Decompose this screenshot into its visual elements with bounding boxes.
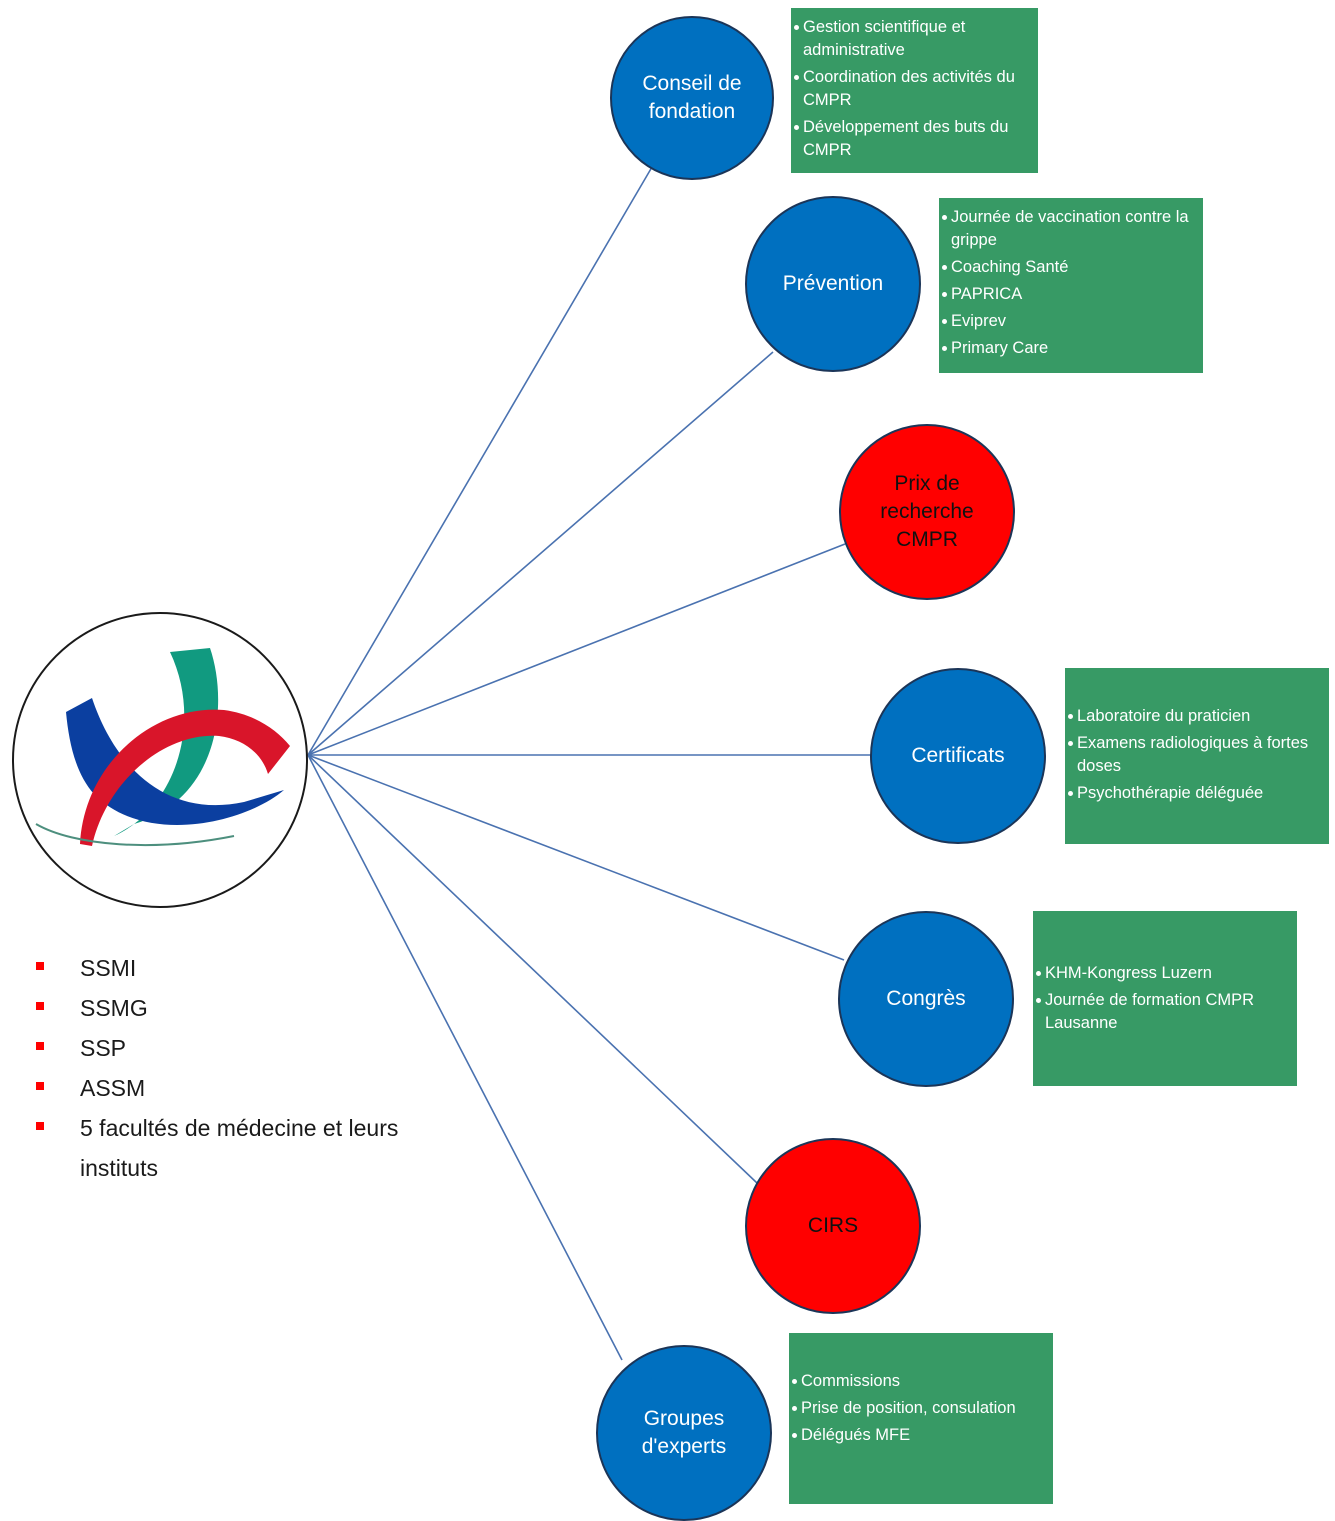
- box-item: Coaching Santé: [941, 256, 1197, 279]
- box-item: Primary Care: [941, 337, 1197, 360]
- box-item: KHM-Kongress Luzern: [1035, 962, 1291, 985]
- node-prevention: Prévention: [745, 196, 921, 372]
- box-conseil-de-fondation: Gestion scientifique et administrative C…: [791, 8, 1038, 173]
- logo-bottom-arc: [35, 823, 235, 847]
- node-label: Congrès: [886, 987, 966, 1010]
- box-item: Coordination des activités du CMPR: [793, 66, 1032, 112]
- member-item: SSP: [36, 1028, 476, 1068]
- box-item: Laboratoire du praticien: [1067, 705, 1323, 728]
- box-item: Journée de vaccination contre la grippe: [941, 206, 1197, 252]
- box-item: Examens radiologiques à fortes doses: [1067, 732, 1323, 778]
- connector-line: [307, 754, 758, 1184]
- box-item: Développement des buts du CMPR: [793, 116, 1032, 162]
- box-item: Délégués MFE: [791, 1424, 1047, 1447]
- box-item: Commissions: [791, 1370, 1047, 1393]
- node-label: CIRS: [807, 1214, 859, 1237]
- node-congres: Congrès: [838, 911, 1014, 1087]
- member-item: 5 facultés de médecine et leurs institut…: [36, 1108, 476, 1188]
- connector-line: [307, 351, 774, 756]
- node-label: Certificats: [911, 744, 1005, 767]
- box-item: Gestion scientifique et administrative: [793, 16, 1032, 62]
- connector-line: [307, 166, 653, 756]
- node-prix-de-recherche: Prix de recherche CMPR: [839, 424, 1015, 600]
- connector-line: [307, 754, 623, 1361]
- logo-green-arc: [114, 648, 219, 836]
- logo-red-swoosh: [80, 709, 290, 846]
- box-item: PAPRICA: [941, 283, 1197, 306]
- box-item: Journée de formation CMPR Lausanne: [1035, 989, 1291, 1035]
- node-label: Conseil de fondation: [642, 72, 742, 123]
- node-groupes-experts: Groupes d'experts: [596, 1345, 772, 1521]
- member-list: SSMI SSMG SSP ASSM 5 facultés de médecin…: [36, 948, 476, 1188]
- node-label: Groupes d'experts: [641, 1407, 727, 1458]
- node-conseil-de-fondation: Conseil de fondation: [610, 16, 774, 180]
- logo-blue-swoosh: [66, 698, 284, 825]
- node-certificats: Certificats: [870, 668, 1046, 844]
- box-congres: KHM-Kongress Luzern Journée de formation…: [1033, 911, 1297, 1086]
- box-prevention: Journée de vaccination contre la grippe …: [939, 198, 1203, 373]
- node-cirs: CIRS: [745, 1138, 921, 1314]
- box-item: Eviprev: [941, 310, 1197, 333]
- node-label: Prévention: [782, 272, 884, 295]
- connector-line: [307, 543, 846, 756]
- box-certificats: Laboratoire du praticien Examens radiolo…: [1065, 668, 1329, 844]
- connector-line: [307, 754, 845, 961]
- node-label: Prix de recherche CMPR: [880, 472, 974, 551]
- box-groupes-experts: Commissions Prise de position, consulati…: [789, 1333, 1053, 1504]
- member-item: SSMG: [36, 988, 476, 1028]
- member-item: ASSM: [36, 1068, 476, 1108]
- member-item: SSMI: [36, 948, 476, 988]
- box-item: Prise de position, consulation: [791, 1397, 1047, 1420]
- cmpr-logo: [12, 612, 308, 908]
- box-item: Psychothérapie déléguée: [1067, 782, 1323, 805]
